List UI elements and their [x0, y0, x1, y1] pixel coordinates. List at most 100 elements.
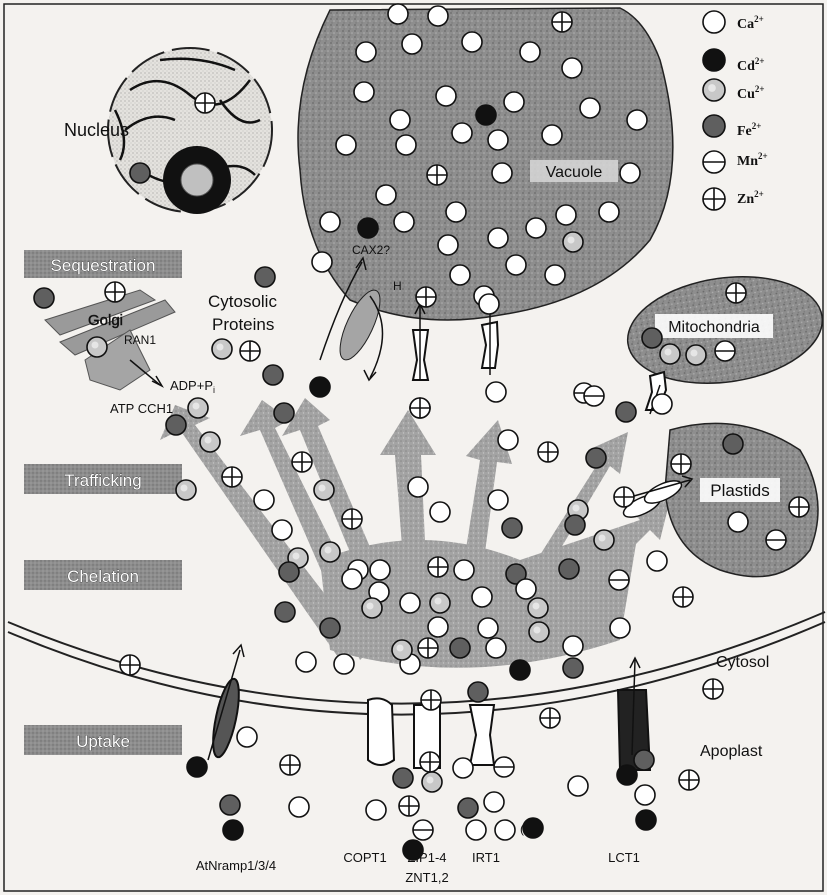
chelation-label: Chelation: [67, 567, 139, 586]
vacuole-label: Vacuole: [546, 164, 603, 181]
ion-zn: [120, 655, 140, 675]
ion-ca: [320, 212, 340, 232]
ion-zn: [789, 497, 809, 517]
ion-ca: [647, 551, 667, 571]
ion-zn: [540, 708, 560, 728]
copt1-transporter: [368, 698, 394, 765]
nucleolus-center: [181, 164, 213, 196]
ion-ca: [272, 520, 292, 540]
ion-ca: [498, 430, 518, 450]
ion-cd: [617, 765, 637, 785]
ion-cd: [358, 218, 378, 238]
ion-ca: [610, 618, 630, 638]
ion-fe: [559, 559, 579, 579]
ion-ca: [488, 490, 508, 510]
ion-ca: [396, 135, 416, 155]
trafficking-pathways: [160, 398, 670, 668]
ion-ca: [408, 477, 428, 497]
atp-cch1-label: ATP CCH1: [110, 401, 173, 416]
ion-fe: [458, 798, 478, 818]
ion-fe: [279, 562, 299, 582]
ion-ca: [562, 58, 582, 78]
ion-fe: [586, 448, 606, 468]
ion-fe: [263, 365, 283, 385]
ion-ca: [436, 86, 456, 106]
ion-ca: [237, 727, 257, 747]
ion-cd: [703, 49, 725, 71]
legend-mn-label: Mn2+: [737, 151, 768, 169]
ion-cu: [212, 339, 232, 359]
legend-ca-label: Ca2+: [737, 14, 764, 32]
legend-cd-label: Cd2+: [737, 56, 765, 74]
apoplast-label: Apoplast: [700, 743, 763, 760]
ion-ca: [336, 135, 356, 155]
ion-ca: [342, 569, 362, 589]
cax-label: CAX2?: [352, 243, 390, 257]
ion-zn: [240, 341, 260, 361]
ion-cu: [528, 598, 548, 618]
proton-label: H: [393, 279, 402, 293]
ion-fe: [166, 415, 186, 435]
ion-ca: [506, 255, 526, 275]
ion-cu: [200, 432, 220, 452]
ion-mn: [609, 570, 629, 590]
irt1-transporter: [470, 705, 494, 765]
ion-fe: [275, 602, 295, 622]
ion-ca: [354, 82, 374, 102]
ion-ca: [450, 265, 470, 285]
ion-ca: [254, 490, 274, 510]
mitochondria-label: Mitochondria: [668, 319, 760, 336]
cytosolic-proteins-label-line1: Cytosolic: [208, 292, 277, 311]
ion-ca: [627, 110, 647, 130]
golgi-label: Golgi: [88, 312, 123, 329]
ion-ca: [430, 502, 450, 522]
ion-zn: [410, 398, 430, 418]
ion-fe: [450, 638, 470, 658]
legend: Ca2+ Cd2+ Cu2+ Fe2+ Mn2+ Zn2+: [737, 14, 768, 207]
ion-ca: [454, 560, 474, 580]
plastids-label: Plastids: [710, 481, 770, 500]
ion-zn: [222, 467, 242, 487]
ion-zn: [671, 454, 691, 474]
ion-fe: [34, 288, 54, 308]
ion-ca: [334, 654, 354, 674]
ion-ca: [452, 123, 472, 143]
ion-ca: [568, 776, 588, 796]
ion-ca: [599, 202, 619, 222]
ion-zn: [552, 12, 572, 32]
ion-ca: [652, 394, 672, 414]
ion-mn: [494, 757, 514, 777]
ion-ca: [428, 617, 448, 637]
ion-ca: [390, 110, 410, 130]
ion-cu: [529, 622, 549, 642]
ion-fe: [616, 402, 636, 422]
ion-ca: [289, 797, 309, 817]
ion-zn: [420, 752, 440, 772]
ion-cu: [320, 542, 340, 562]
ion-ca: [356, 42, 376, 62]
ion-ca: [516, 579, 536, 599]
ion-cu: [430, 593, 450, 613]
ion-ca: [488, 228, 508, 248]
uptake-label: Uptake: [76, 732, 130, 751]
ion-ca: [486, 638, 506, 658]
ion-ca: [703, 11, 725, 33]
ion-ca: [526, 218, 546, 238]
legend-cu-label: Cu2+: [737, 84, 765, 102]
lct1-label: LCT1: [608, 850, 640, 865]
trafficking-label: Trafficking: [64, 471, 141, 490]
ion-mn: [715, 341, 735, 361]
ion-cu: [87, 337, 107, 357]
ion-cd: [223, 820, 243, 840]
znt-label: ZNT1,2: [405, 870, 448, 885]
ion-zn: [703, 188, 725, 210]
ion-zn: [421, 690, 441, 710]
ion-fe: [642, 328, 662, 348]
cax-out-arrowhead: [364, 370, 376, 380]
ion-fe: [468, 682, 488, 702]
ion-cd: [310, 377, 330, 397]
ion-fe: [703, 115, 725, 137]
ion-ca: [728, 512, 748, 532]
